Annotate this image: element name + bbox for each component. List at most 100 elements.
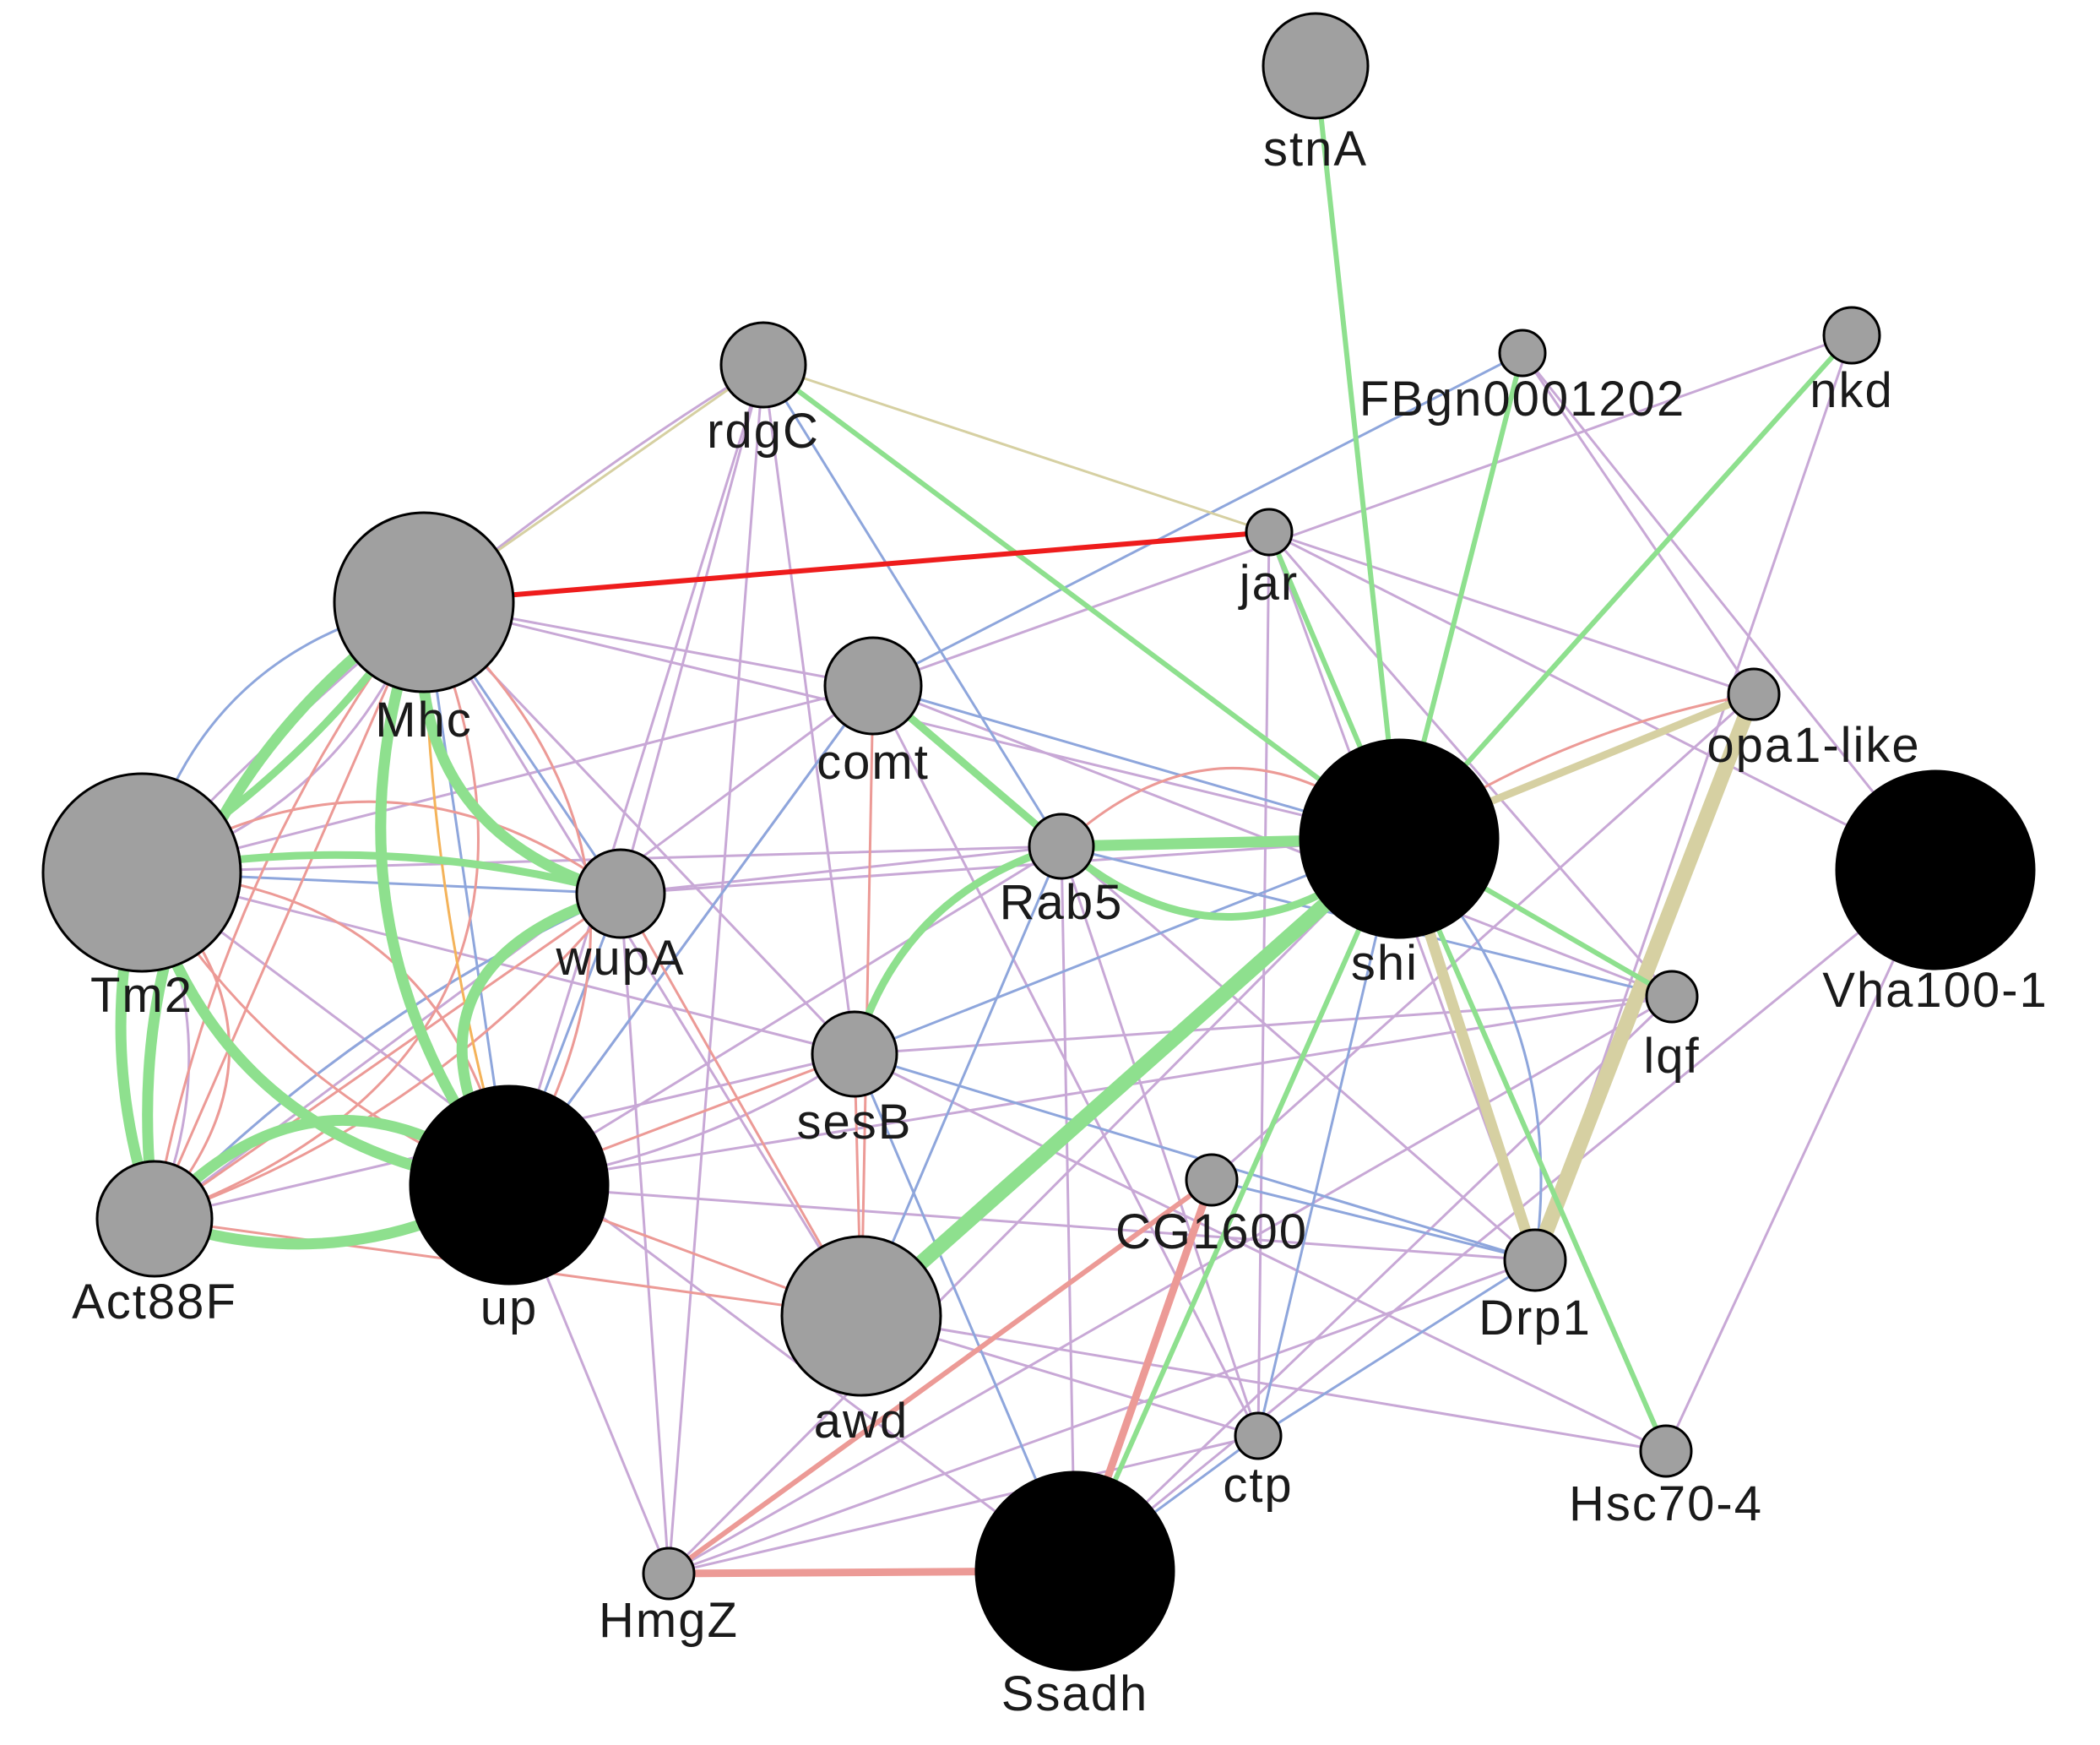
edge-purple-Drp1-up [507, 1183, 1537, 1262]
edge-green-stnA-shi [1313, 63, 1402, 841]
node-label-FBgn0001202: FBgn0001202 [1359, 372, 1685, 427]
node-label-CG1600: CG1600 [1115, 1204, 1308, 1259]
node-label-stnA: stnA [1263, 122, 1368, 177]
node-label-opa1-like: opa1-like [1707, 718, 1920, 773]
edge-pink-Act88F-wupA [153, 892, 622, 1220]
edge-purple-wupA-HmgZ [619, 892, 670, 1575]
node-Mhc[interactable] [333, 511, 515, 693]
edge-green-shi-Hsc70-4 [1397, 836, 1669, 1454]
edge-blue-comt-FBgn0001202 [871, 351, 1524, 688]
edge-purple-jar-ctp [1256, 530, 1271, 1438]
edge-purple-Rab5-ctp [1060, 845, 1260, 1438]
node-FBgn0001202[interactable] [1498, 329, 1547, 378]
node-label-sesB: sesB [797, 1095, 913, 1150]
edge-purple-sesB-Hsc70-4 [853, 1052, 1668, 1453]
node-label-Drp1: Drp1 [1479, 1291, 1592, 1345]
node-label-jar: jar [1238, 556, 1299, 611]
node-label-Tm2: Tm2 [90, 968, 193, 1023]
node-Hsc70-4[interactable] [1639, 1424, 1693, 1478]
edge-purple-Mhc-awd [422, 601, 863, 1318]
edge-green-rdgC-shi [761, 362, 1402, 841]
node-comt[interactable] [823, 636, 923, 736]
node-shi[interactable] [1299, 738, 1500, 939]
node-label-Hsc70-4: Hsc70-4 [1569, 1476, 1763, 1531]
node-awd[interactable] [780, 1235, 942, 1397]
node-jar[interactable] [1245, 508, 1294, 557]
edge-pink-wupA-awd [619, 892, 863, 1318]
edge-khaki-rdgC-jar [762, 363, 1271, 534]
edge-khaki-opa1-like-Drp1 [1528, 687, 1761, 1268]
edge-purple-rdgC-HmgZ [667, 363, 765, 1575]
node-label-Ssadh: Ssadh [1001, 1666, 1148, 1721]
node-Rab5[interactable] [1028, 813, 1095, 880]
edge-purple-FBgn0001202-Vha100-1 [1521, 351, 1937, 872]
node-Drp1[interactable] [1503, 1228, 1567, 1292]
edge-purple-Drp1-HmgZ [667, 1258, 1537, 1575]
node-label-Mhc: Mhc [375, 693, 473, 747]
node-label-wupA: wupA [555, 931, 685, 986]
edge-green-shi-Ssadh [1072, 836, 1402, 1574]
edge-purple-up-Rab5 [507, 845, 1063, 1187]
edge-purple-Vha100-1-Ssadh [1073, 868, 1937, 1573]
nodes-layer [41, 12, 2036, 1672]
node-label-Rab5: Rab5 [1000, 875, 1124, 930]
node-CG1600[interactable] [1185, 1153, 1239, 1207]
edge-blue-comt-up [507, 684, 875, 1187]
edge-purple-FBgn0001202-opa1-like [1521, 351, 1755, 696]
edge-pink-Mhc-Act88F [153, 601, 480, 1220]
node-Tm2[interactable] [41, 772, 242, 973]
node-HmgZ[interactable] [642, 1547, 696, 1601]
edge-purple-lqf-Ssadh [1073, 995, 1674, 1573]
edge-pink-comt-awd [860, 684, 875, 1318]
edge-purple-rdgC-sesB [762, 363, 856, 1056]
edge-purple-Rab5-Ssadh [1060, 845, 1077, 1573]
edge-purple-jar-opa1-like [1267, 530, 1755, 696]
edge-purple-HmgZ-ctp [667, 1434, 1260, 1575]
edge-blue-Rab5-awd [860, 845, 1063, 1318]
node-opa1-like[interactable] [1727, 667, 1781, 721]
node-label-Vha100-1: Vha100-1 [1822, 963, 2048, 1018]
node-nkd[interactable] [1822, 306, 1881, 365]
edge-purple-lqf-up [507, 995, 1674, 1187]
node-label-comt: comt [817, 735, 930, 790]
edge-pink-HmgZ-CG1600 [666, 1177, 1214, 1576]
node-label-shi: shi [1351, 936, 1419, 991]
edge-pink-Act88F-wupA [153, 892, 622, 1220]
node-sesB[interactable] [811, 1010, 898, 1098]
edge-purple-rdgC-up [507, 363, 765, 1187]
edge-blue-ctp-Drp1 [1256, 1258, 1537, 1438]
edge-blue-rdgC-Rab5 [762, 363, 1063, 848]
edge-purple-rdgC-wupA [619, 363, 765, 895]
edge-purple-Rab5-Drp1 [1060, 845, 1537, 1262]
node-label-rdgC: rdgC [707, 404, 820, 459]
node-label-ctp: ctp [1223, 1458, 1293, 1513]
edge-purple-sesB-lqf [853, 995, 1674, 1056]
edge-pink-Act88F-Mhc [153, 601, 426, 1220]
node-label-nkd: nkd [1810, 363, 1894, 418]
edge-purple-opa1-like-CG1600 [1210, 693, 1755, 1182]
edge-purple-jar-lqf [1267, 530, 1674, 998]
edge-purple-Tm2-comt [140, 684, 875, 874]
node-label-Act88F: Act88F [72, 1275, 237, 1329]
node-wupA[interactable] [575, 848, 666, 939]
node-label-lqf: lqf [1643, 1029, 1700, 1084]
edge-purple-wupA-Rab5 [619, 845, 1063, 895]
node-rdgC[interactable] [719, 321, 807, 409]
edge-red-Mhc-jar [421, 530, 1272, 605]
node-stnA[interactable] [1262, 12, 1370, 120]
node-lqf[interactable] [1645, 970, 1699, 1024]
node-label-awd: awd [814, 1394, 909, 1449]
node-label-HmgZ: HmgZ [599, 1593, 739, 1648]
node-ctp[interactable] [1234, 1411, 1283, 1460]
edge-purple-jar-Vha100-1 [1267, 530, 1937, 872]
edge-green-awd-shi [854, 831, 1407, 1324]
edge-blue-sesB-Drp1 [853, 1052, 1537, 1262]
node-Vha100-1[interactable] [1835, 769, 2036, 970]
node-Ssadh[interactable] [974, 1470, 1175, 1672]
node-Act88F[interactable] [95, 1160, 214, 1278]
edge-blue-shi-ctp [1256, 837, 1401, 1438]
node-up[interactable] [409, 1085, 610, 1286]
edge-purple-Vha100-1-Hsc70-4 [1664, 868, 1937, 1453]
